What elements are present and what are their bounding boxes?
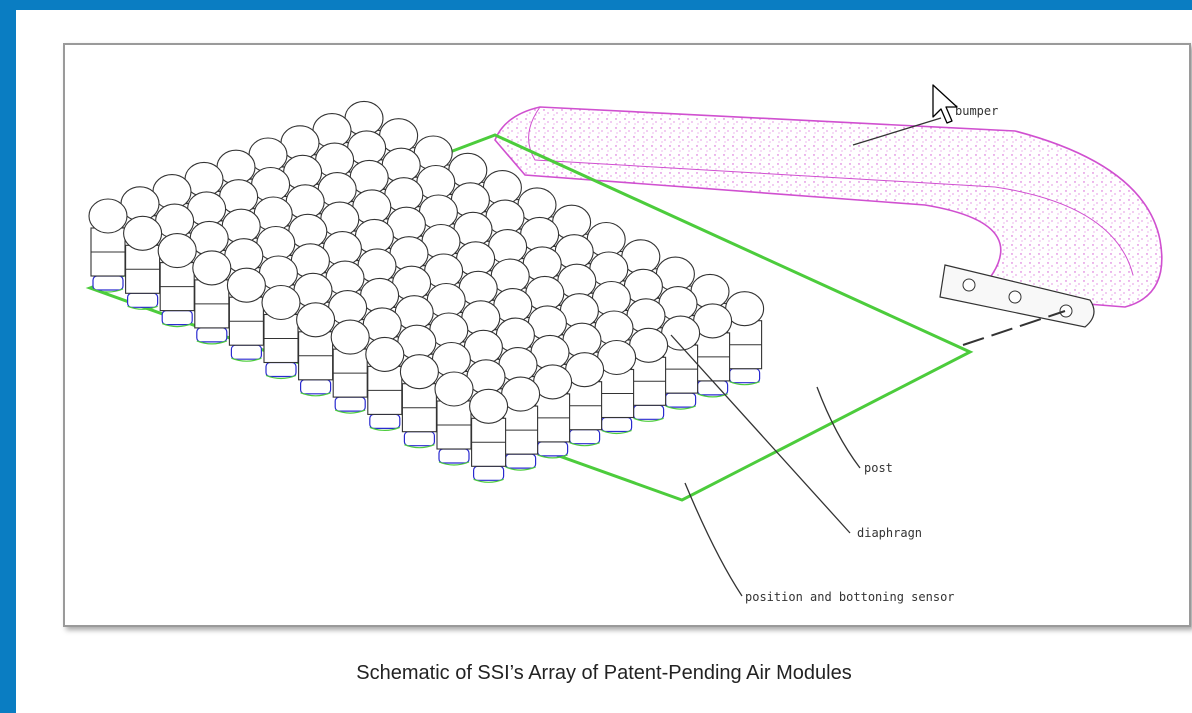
label-diaphragm: diaphragn	[857, 526, 922, 540]
air-module	[296, 302, 336, 397]
air-module	[261, 284, 301, 380]
label-position-sensor: position and bottoning sensor	[745, 590, 955, 604]
air-module-array	[88, 100, 765, 483]
air-module	[192, 250, 232, 345]
air-module	[533, 364, 573, 459]
leader-lines	[670, 117, 942, 597]
air-module	[399, 354, 439, 449]
air-module-schematic: bumper post diaphragn position and botto…	[85, 84, 1163, 604]
air-module	[629, 327, 669, 422]
air-module	[725, 291, 765, 386]
mouse-cursor-icon	[932, 84, 958, 124]
bumper	[494, 106, 1163, 308]
label-post: post	[864, 461, 893, 475]
air-module	[226, 267, 266, 362]
bumper-bracket	[939, 264, 1095, 328]
label-bumper: bumper	[955, 104, 998, 118]
air-module	[330, 319, 370, 414]
air-module	[469, 388, 509, 483]
schematic-figure: bumper post diaphragn position and botto…	[63, 43, 1191, 627]
air-module	[157, 233, 197, 328]
connector-line	[962, 310, 1066, 346]
air-module	[693, 303, 733, 398]
air-module	[501, 376, 541, 471]
air-module	[661, 315, 701, 410]
air-module	[365, 336, 405, 431]
air-module	[597, 339, 637, 435]
air-module	[434, 371, 474, 466]
air-module	[88, 198, 128, 293]
slide-canvas: bumper post diaphragn position and botto…	[16, 10, 1192, 713]
figure-caption: Schematic of SSI’s Array of Patent-Pendi…	[356, 662, 852, 684]
air-module	[565, 352, 605, 447]
air-module	[123, 215, 163, 310]
